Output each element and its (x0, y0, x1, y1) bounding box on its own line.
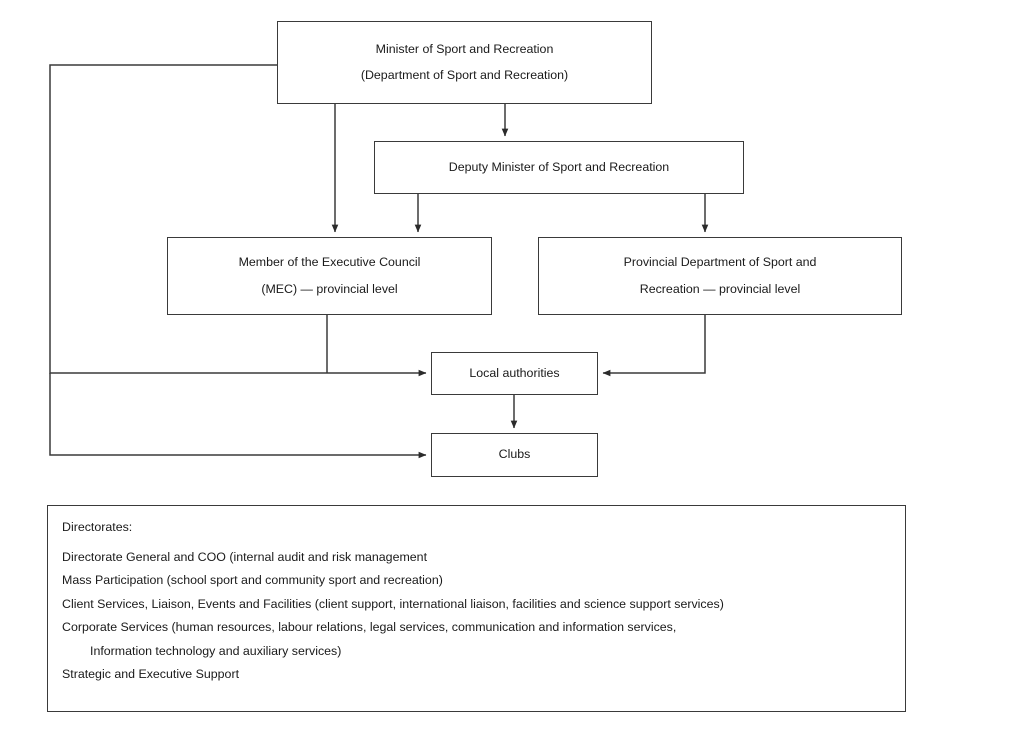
node-minister[interactable]: Minister of Sport and Recreation (Depart… (277, 21, 652, 104)
edge-provincial-to-local-authorities (602, 315, 706, 377)
legend-item: Directorate General and COO (internal au… (62, 550, 428, 564)
legend-item: Client Services, Liaison, Events and Fac… (62, 596, 724, 611)
legend-item: Mass Participation (school sport and com… (62, 573, 443, 588)
node-clubs[interactable]: Clubs (431, 433, 598, 477)
edge-minister-to-local-authorities (49, 64, 427, 377)
node-provincial-line-1: Provincial Department of Sport and (623, 255, 817, 270)
directorates-legend: Directorates: Directorate General and CO… (47, 505, 906, 712)
node-clubs-line-1: Clubs (498, 447, 531, 462)
node-provincial-line-2: Recreation — provincial level (639, 281, 801, 296)
node-deputy-minister-line-1: Deputy Minister of Sport and Recreation (448, 159, 670, 174)
node-deputy-minister[interactable]: Deputy Minister of Sport and Recreation (374, 141, 744, 194)
node-local-authorities-line-1: Local authorities (469, 365, 560, 380)
legend-item-list: Directorate General and COO (internal au… (62, 550, 905, 682)
node-minister-line-2: (Department of Sport and Recreation) (360, 68, 569, 82)
edge-minister-to-clubs (49, 373, 427, 459)
node-minister-line-1: Minister of Sport and Recreation (375, 41, 554, 56)
legend-item: Information technology and auxiliary ser… (90, 643, 342, 658)
node-local-authorities[interactable]: Local authorities (431, 352, 598, 395)
legend-title: Directorates: (62, 520, 133, 534)
legend-item: Corporate Services (human resources, lab… (62, 620, 677, 635)
node-mec-line-1: Member of the Executive Council (238, 255, 421, 270)
node-member-executive-council[interactable]: Member of the Executive Council (MEC) — … (167, 237, 492, 315)
node-provincial-department[interactable]: Provincial Department of Sport and Recre… (538, 237, 902, 315)
node-mec-line-2: (MEC) — provincial level (261, 281, 398, 296)
legend-item: Strategic and Executive Support (62, 667, 240, 682)
